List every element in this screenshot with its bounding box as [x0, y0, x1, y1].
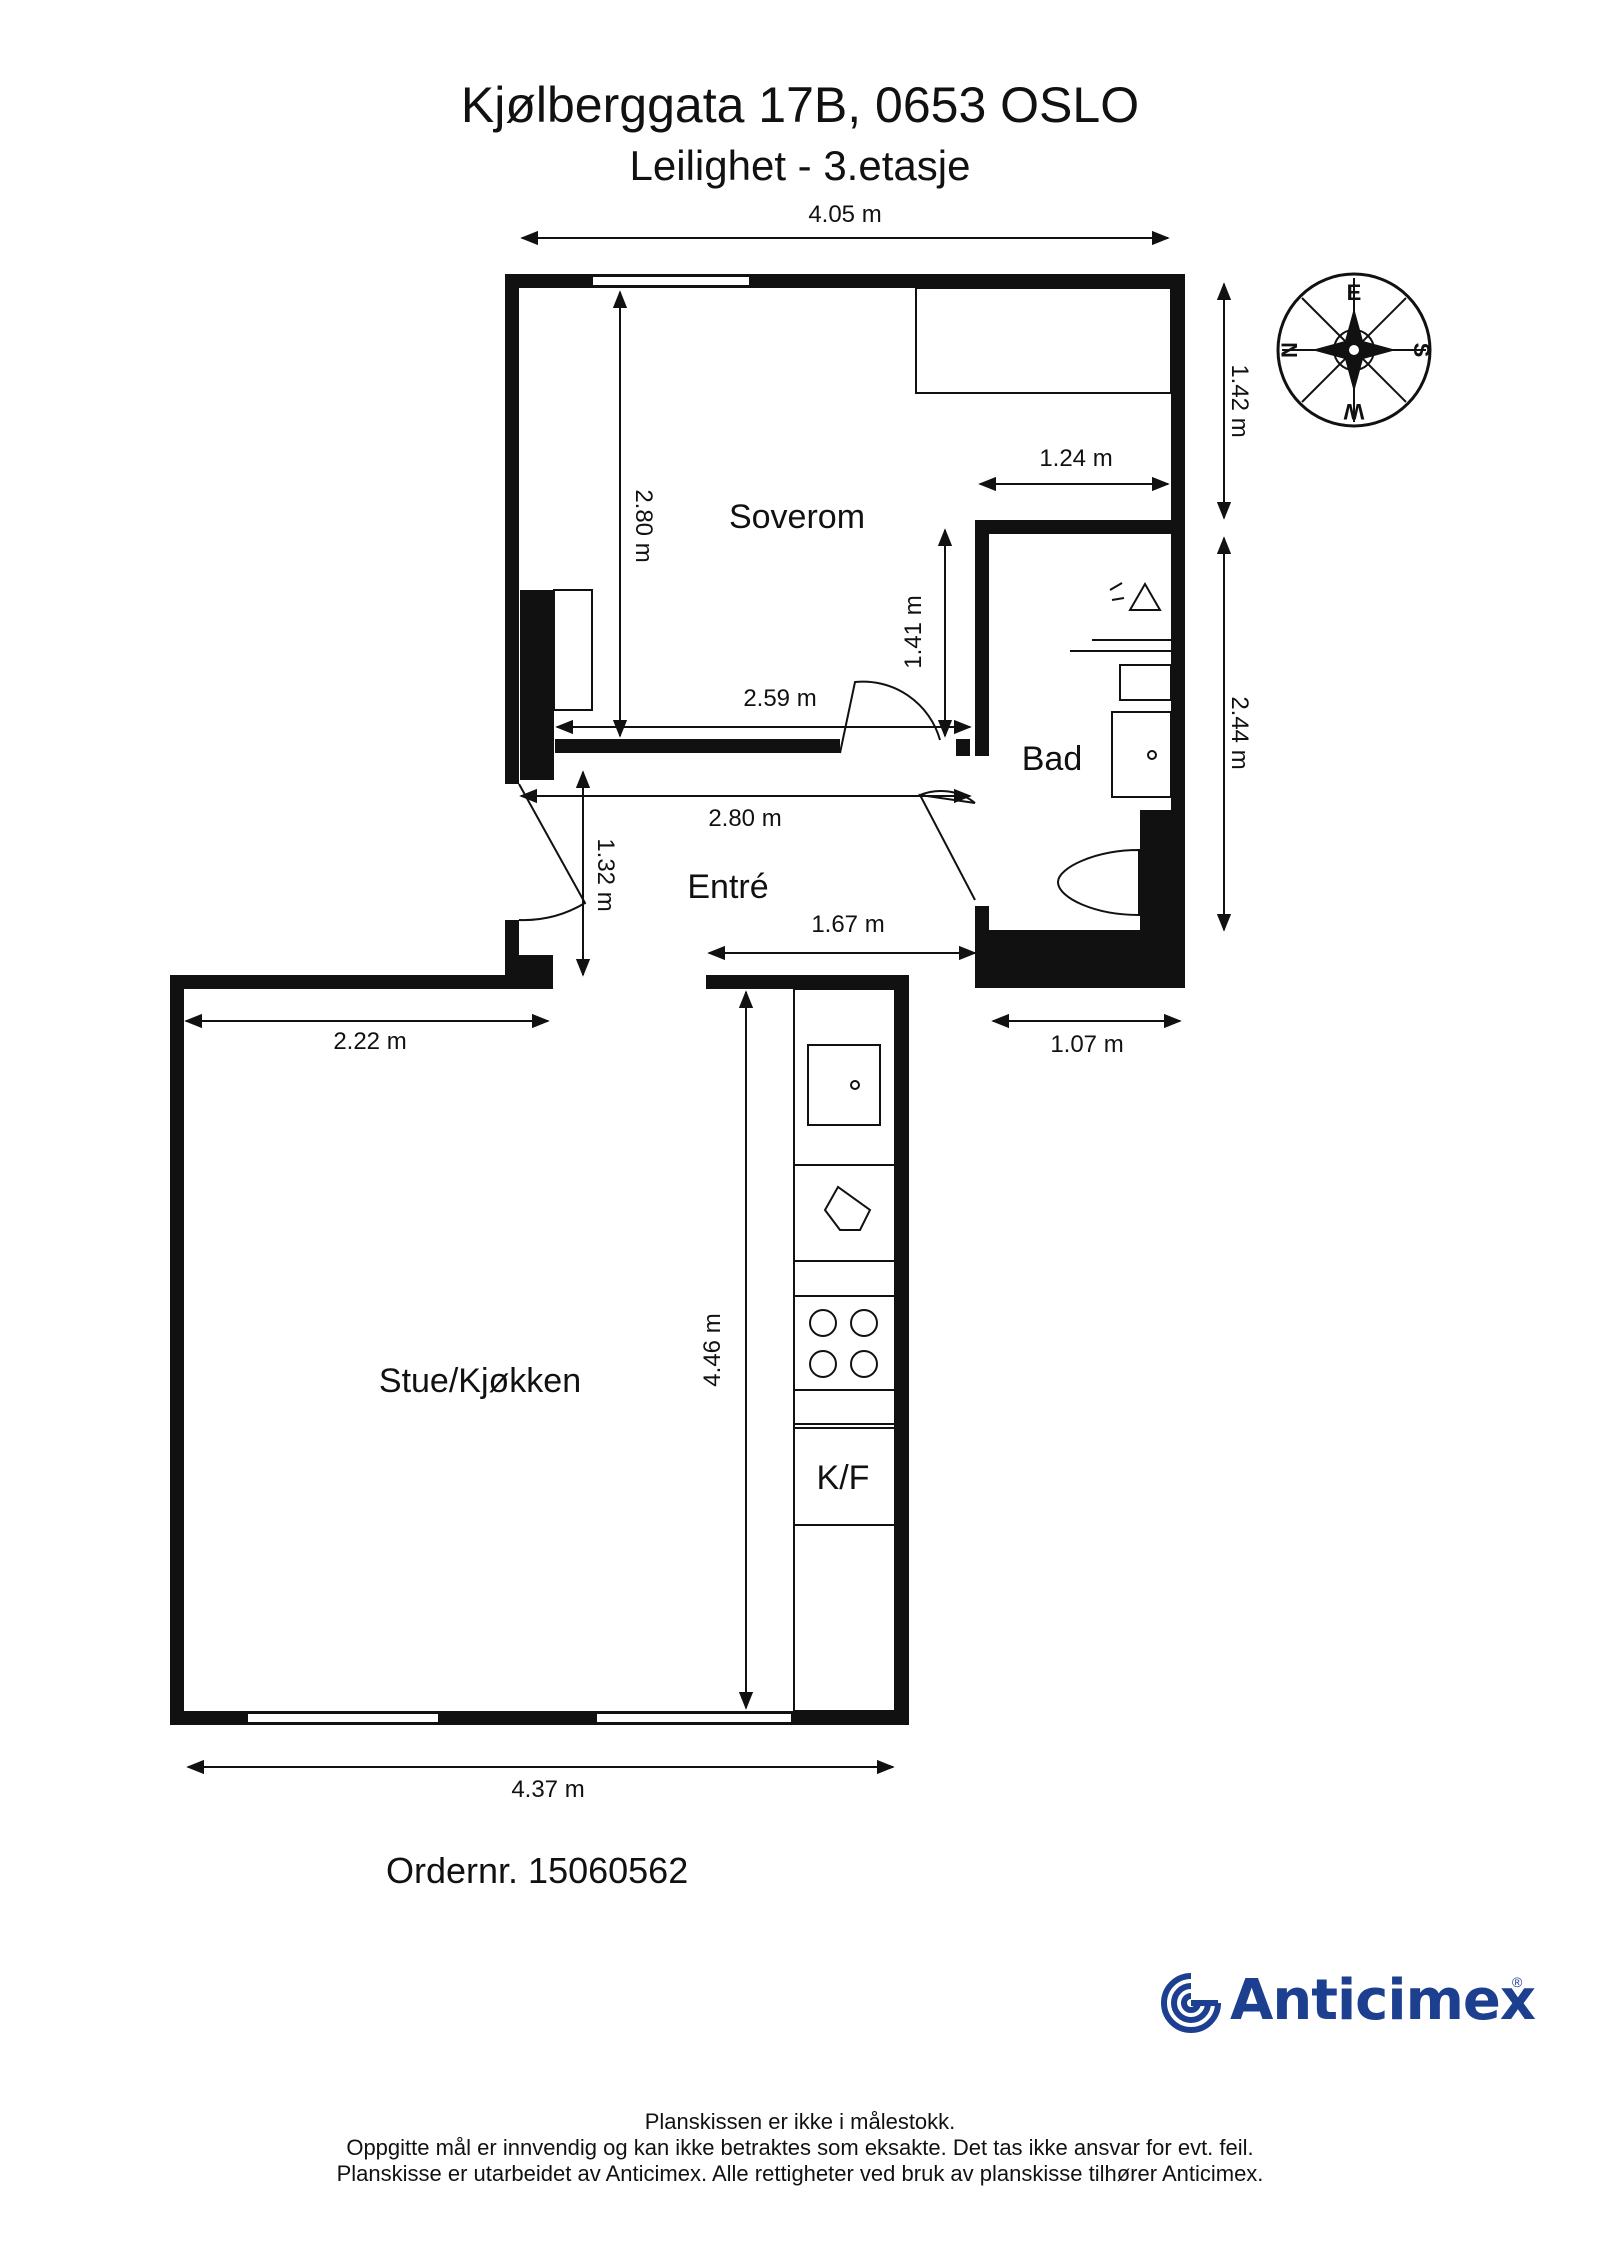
bath-sink	[1111, 711, 1172, 798]
room-entre: Entré	[687, 868, 768, 906]
stove-icon	[793, 1295, 896, 1391]
room-soverom: Soverom	[729, 498, 865, 536]
compass-icon: N E S W	[1276, 272, 1434, 428]
anticimex-logo-icon	[1161, 1973, 1221, 2033]
dim-entry-width: 1.67 m	[811, 911, 884, 938]
dim-bedroom-inner: 1.41 m	[900, 595, 927, 668]
dimension-lines	[184, 230, 1232, 1775]
bedroom-cabinet	[553, 589, 593, 711]
dim-living-width: 4.37 m	[511, 1776, 584, 1803]
room-stue-kjokken: Stue/Kjøkken	[379, 1362, 581, 1400]
room-kf: K/F	[817, 1459, 870, 1497]
door-bedroom	[839, 680, 941, 754]
compass-s: S	[1409, 343, 1434, 358]
dishwasher-icon	[793, 1164, 896, 1262]
dimension-labels: 4.05 m 1.42 m 1.24 m 2.80 m 1.41 m 2.59 …	[333, 201, 1253, 1803]
footer-line-2: Oppgitte mål er innvendig og kan ikke be…	[346, 2135, 1254, 2160]
window-living-right	[595, 1712, 793, 1724]
compass-n: N	[1277, 342, 1302, 358]
dim-living-left: 2.22 m	[333, 1028, 406, 1055]
registered-mark: ®	[1512, 1974, 1523, 1990]
dim-living-height: 4.46 m	[699, 1313, 726, 1386]
dim-hall-width: 2.80 m	[708, 805, 781, 832]
footer-line-3: Planskisse er utarbeidet av Anticimex. A…	[336, 2161, 1264, 2186]
dim-right-upper: 1.42 m	[1226, 364, 1253, 437]
wall-thick-left	[520, 590, 554, 780]
compass-w: W	[1343, 399, 1364, 424]
order-number: Ordernr. 15060562	[386, 1850, 689, 1891]
fixtures	[553, 287, 1172, 1712]
dim-top-width: 4.05 m	[808, 201, 881, 228]
plan-subtitle: Leilighet - 3.etasje	[629, 142, 971, 189]
walls	[170, 274, 1185, 1725]
wall-thick-bath	[975, 930, 1185, 988]
door-entry-left	[518, 783, 587, 922]
dim-bath-height: 2.44 m	[1226, 696, 1253, 769]
room-bad: Bad	[1022, 740, 1083, 778]
window-living-left	[246, 1712, 440, 1724]
plan-title: Kjølberggata 17B, 0653 OSLO	[460, 77, 1140, 133]
fridge-freezer	[793, 1427, 896, 1526]
window-bedroom	[591, 275, 751, 287]
anticimex-wordmark: Anticimex	[1230, 1968, 1536, 2033]
bath-shelf	[1119, 664, 1172, 701]
toilet-icon	[1056, 848, 1140, 917]
compass-e: E	[1347, 280, 1362, 305]
shower-head-icon	[1128, 581, 1162, 611]
room-labels: Soverom Bad Entré Stue/Kjøkken K/F	[379, 498, 1082, 1497]
dim-closet-width: 1.24 m	[1039, 445, 1112, 472]
door-bath	[918, 793, 976, 901]
dim-bath-bottom: 1.07 m	[1050, 1031, 1123, 1058]
anticimex-logo: Anticimex ®	[1158, 1968, 1538, 2038]
wardrobe	[915, 287, 1172, 394]
kitchen-sink	[807, 1044, 881, 1126]
windows	[246, 275, 793, 1724]
footer-line-1: Planskissen er ikke i målestokk.	[644, 2109, 956, 2134]
dim-hall-height: 1.32 m	[592, 838, 619, 911]
dim-bedroom-width: 2.59 m	[743, 685, 816, 712]
dim-bedroom-height: 2.80 m	[630, 489, 657, 562]
